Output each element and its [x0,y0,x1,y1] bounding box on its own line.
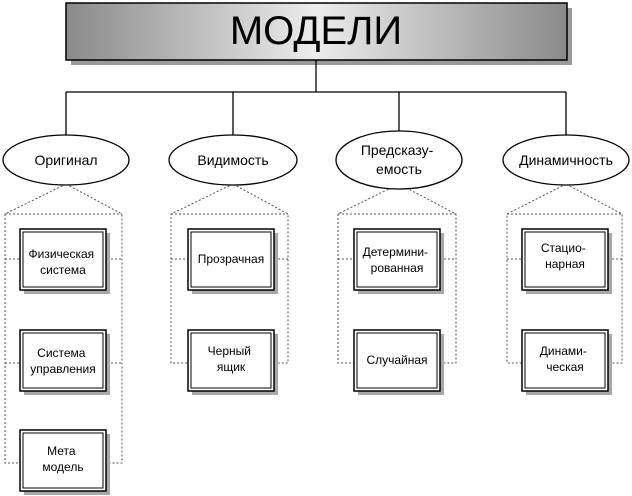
model-box-deterministic: Детермини- рованная [353,228,444,294]
category-visibility: Видимость Прозрачная Черный ящик [168,134,298,395]
model-box-transparent: Прозрачная [187,228,278,294]
category-ellipse [168,134,298,186]
box-label: Физическая система [29,247,98,277]
category-label: Предсказу- емость [361,142,437,177]
box-label: Прозрачная [198,252,264,266]
category-ellipse [502,134,630,186]
category-label: Видимость [197,152,268,168]
category-label: Оригинал [34,152,97,168]
category-ellipse [2,134,130,186]
model-box-stationary: Стацио- нарная [521,228,612,294]
category-original: Оригинал Физическая система Система упра… [2,134,130,495]
category-label: Динамичность [519,152,613,168]
model-box-random: Случайная [353,329,444,395]
box-label: Детермини- рованная [363,245,432,275]
box-label: Система управления [30,346,95,376]
title-box: МОДЕЛИ [65,2,572,65]
category-predictability: Предсказу- емость Детермини- рованная Сл… [335,130,463,395]
model-box-physical-system: Физическая система [19,228,110,294]
box-label: Случайная [366,353,427,367]
box-label: Мета модель [42,444,83,474]
box-label: Стацио- нарная [541,241,589,271]
box-label: Черный ящик [208,344,255,374]
model-box-dynamic: Динами- ческая [521,329,612,395]
model-box-meta-model: Мета модель [19,429,110,495]
model-box-control-system: Система управления [19,329,110,395]
category-dynamism: Динамичность Стацио- нарная Динами- ческ… [502,134,630,395]
box-label: Динами- ческая [540,344,590,374]
title-text: МОДЕЛИ [230,9,402,53]
category-ellipse [335,130,463,190]
title-connectors [65,60,567,136]
model-box-black-box: Черный ящик [187,329,278,395]
